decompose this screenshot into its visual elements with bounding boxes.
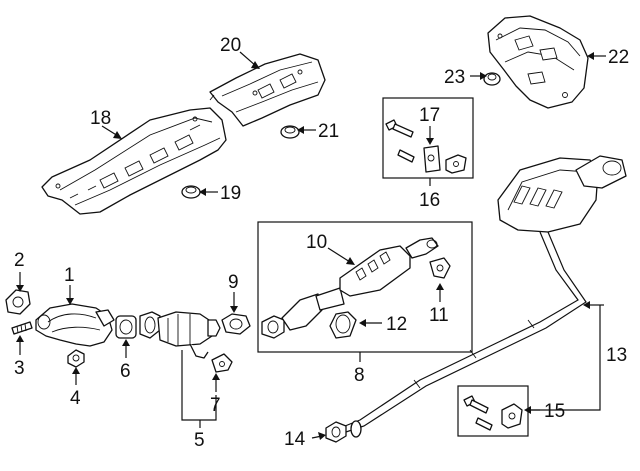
callout-20: 20 (220, 35, 241, 56)
clamp-part-12[interactable] (329, 311, 357, 339)
callout-4: 4 (70, 388, 81, 409)
insulator-part-16[interactable] (445, 154, 467, 174)
front-pipe-part-5[interactable] (139, 311, 221, 359)
part-group-box-16 (382, 97, 474, 179)
callout-9: 9 (228, 272, 239, 293)
stud-part-3[interactable] (11, 321, 33, 335)
callout-21: 21 (318, 121, 339, 142)
leader-lines (16, 51, 606, 440)
callout-19: 19 (220, 183, 241, 204)
callout-labels: 1 2 3 4 5 6 7 8 9 10 11 12 13 14 15 16 1… (14, 35, 629, 451)
callout-17: 17 (419, 105, 440, 126)
hanger-bracket-part-17[interactable] (423, 145, 441, 173)
bolt-part-15[interactable] (463, 395, 493, 431)
callout-1: 1 (64, 265, 75, 286)
hanger-part-11[interactable] (429, 257, 451, 279)
callout-6: 6 (120, 361, 131, 382)
flange-gasket-part-14[interactable] (325, 420, 362, 443)
callout-13: 13 (606, 345, 627, 366)
callout-2: 2 (14, 250, 25, 271)
callout-23: 23 (444, 67, 465, 88)
insulator-part-15[interactable] (501, 403, 523, 429)
callout-15: 15 (544, 401, 565, 422)
bolt-part-16[interactable] (385, 119, 415, 163)
flange-nut-part-19[interactable] (181, 185, 201, 199)
exhaust-manifold-part-1[interactable] (35, 303, 115, 347)
part-group-box-8 (257, 221, 473, 353)
gasket-part-2[interactable] (5, 289, 31, 315)
gasket-part-6[interactable] (115, 315, 137, 339)
gasket-part-9[interactable] (221, 313, 251, 335)
heat-shield-part-20[interactable] (209, 53, 326, 127)
converter-pipe-part-10[interactable] (261, 237, 439, 339)
muffler-assembly-part-13[interactable] (329, 155, 627, 437)
callout-16: 16 (419, 190, 440, 211)
heat-shield-part-22[interactable] (487, 15, 589, 109)
callout-11: 11 (429, 305, 449, 326)
callout-3: 3 (14, 358, 25, 379)
flange-nut-part-23[interactable] (483, 72, 501, 86)
callout-7: 7 (210, 395, 221, 416)
nut-part-4[interactable] (67, 349, 85, 368)
callout-10: 10 (306, 232, 327, 253)
flange-nut-part-21[interactable] (280, 125, 300, 139)
heat-shield-part-18[interactable] (41, 107, 227, 215)
callout-12: 12 (386, 314, 407, 335)
callout-18: 18 (90, 108, 111, 129)
oxygen-sensor-part-7[interactable] (211, 353, 233, 373)
callout-14: 14 (284, 429, 306, 450)
callout-5: 5 (194, 430, 205, 451)
callout-8: 8 (354, 365, 365, 386)
callout-22: 22 (608, 47, 629, 68)
